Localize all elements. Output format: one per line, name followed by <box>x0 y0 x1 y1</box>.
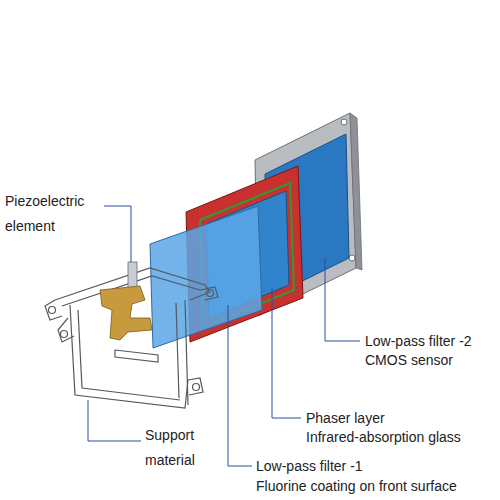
support-tab <box>45 300 62 320</box>
leader-line <box>272 288 301 418</box>
support-bar <box>115 350 158 362</box>
support-tab <box>58 318 74 342</box>
support-frame <box>45 268 218 408</box>
support-hole <box>193 384 200 391</box>
leader-line <box>104 206 131 262</box>
part-label: Piezoelectric element <box>5 189 105 239</box>
leader-lines <box>88 206 360 466</box>
part-label: Low-pass filter -1 <box>256 456 496 476</box>
leader-line <box>88 400 141 441</box>
leader-line <box>228 305 252 466</box>
support-rail <box>176 303 179 398</box>
part-label: Phaser layer <box>306 408 496 428</box>
part-label: CMOS sensor <box>365 350 495 370</box>
plate-hole <box>341 119 347 125</box>
piezo-element <box>100 262 152 340</box>
support-hole <box>49 307 56 314</box>
support-tab <box>200 287 218 300</box>
support-hole <box>61 331 68 338</box>
part-label: Support material <box>145 423 225 473</box>
part-label: Low-pass filter -2 <box>365 331 495 351</box>
plate-edge <box>350 113 362 270</box>
leader-line <box>325 258 360 341</box>
part-label: Infrared-absorption glass <box>306 427 496 447</box>
low-pass-filter-front <box>150 206 262 348</box>
plate-hole <box>349 255 355 261</box>
support-tab <box>188 378 203 395</box>
part-label: Fluorine coating on front surface <box>256 476 500 496</box>
support-rail <box>185 300 188 405</box>
support-hole <box>207 290 214 297</box>
piezo-flex <box>100 286 152 340</box>
